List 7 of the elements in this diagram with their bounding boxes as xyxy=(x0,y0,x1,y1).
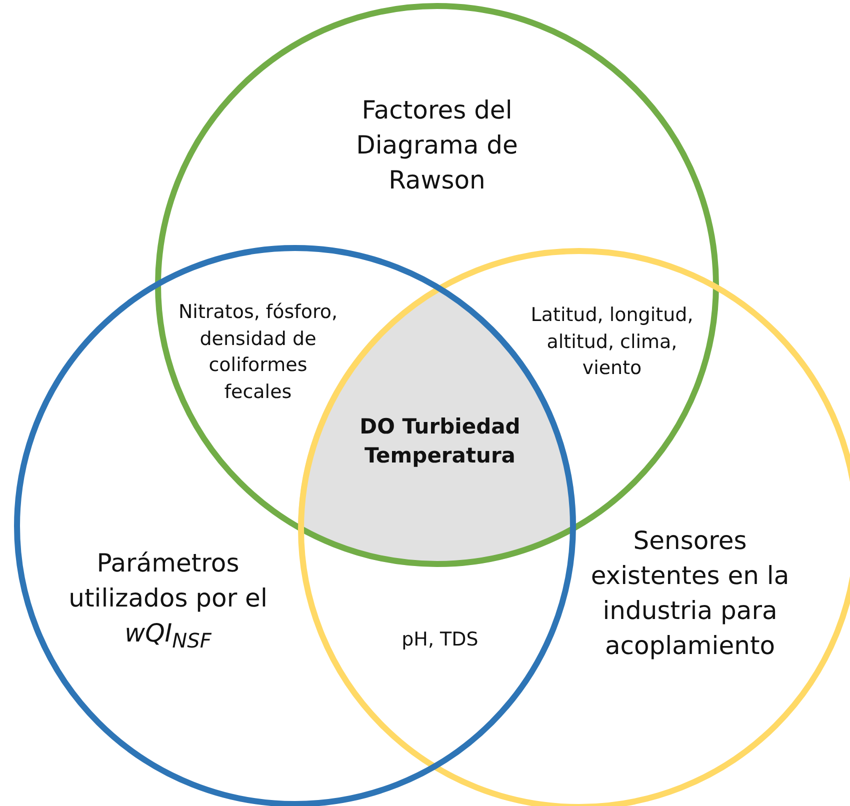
overlap-label: Latitud, longitud, altitud, clima, viento xyxy=(530,302,694,382)
circle-label: Factores del Diagrama de Rawson xyxy=(355,94,519,196)
overlap-label: Nitratos, fósforo, densidad de coliformes fecales xyxy=(176,298,340,406)
overlap-label: DO Turbiedad Temperatura xyxy=(335,412,545,472)
overlap-label: pH, TDS xyxy=(395,626,485,654)
circle-label: Parámetros utilizados por el wQI$_{NSF}$ xyxy=(68,548,268,654)
circle-label: Sensores existentes en la industria para acoplamiento xyxy=(590,525,790,662)
